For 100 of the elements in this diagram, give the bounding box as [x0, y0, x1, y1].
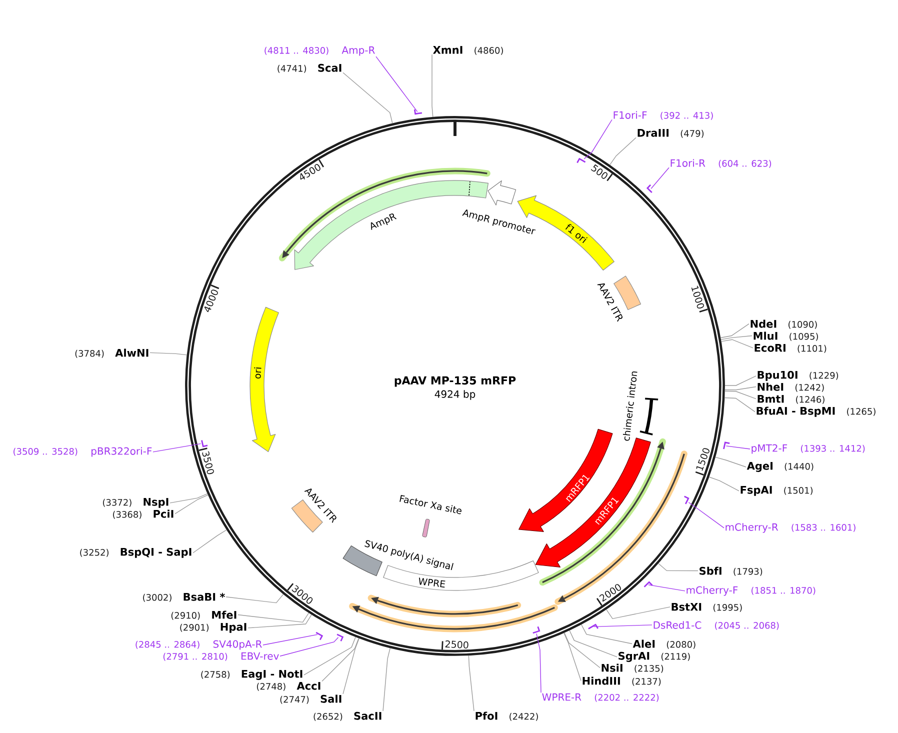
leader-line: [192, 530, 227, 554]
enzyme-name: EagI - NotI: [242, 670, 302, 680]
enzyme-name: AccI: [296, 682, 320, 690]
cut-position: (2910): [171, 612, 200, 620]
leader-line: [174, 494, 208, 514]
enzyme-name: SgrAI: [618, 652, 650, 662]
primer-range: (1583 .. 1601): [792, 524, 856, 532]
leader-line: [342, 638, 360, 694]
primer-range: (3509 .. 3528): [14, 448, 78, 456]
leader-line: [650, 167, 670, 189]
leader-line: [584, 119, 612, 160]
cut-position: (1501): [784, 486, 813, 495]
enzyme-name: HindIII: [582, 676, 620, 685]
cut-position: (1246): [796, 396, 824, 404]
cut-position: (2748): [256, 682, 286, 691]
cut-position: (2080): [666, 640, 696, 649]
primer-mark: [316, 632, 323, 640]
enzyme-name: MfeI: [212, 610, 236, 619]
leader-line: [432, 54, 434, 118]
plasmid-name: pAAV MP-135 mRFP: [394, 376, 516, 387]
enzyme-name: SbfI: [700, 566, 722, 575]
enzyme-name: NheI: [758, 382, 784, 391]
enzyme-name: FspAI: [740, 486, 772, 496]
cut-position: (2758): [201, 670, 230, 679]
cut-position: (1101): [798, 344, 826, 353]
leader-line: [658, 563, 698, 572]
cut-position: (3368): [113, 510, 142, 519]
leader-line: [342, 72, 393, 124]
cut-position: (1090): [788, 320, 817, 329]
leader-line: [226, 594, 284, 604]
leader-line: [376, 56, 418, 112]
leader-line: [569, 630, 618, 658]
primer-name: pMT2-F: [752, 444, 788, 454]
enzyme-name: PciI: [154, 510, 174, 518]
primer-mark: [201, 440, 208, 448]
primer-mark: [588, 624, 598, 630]
leader-line: [708, 476, 740, 492]
cut-position: (1229): [810, 372, 838, 380]
enzyme-name: AgeI: [746, 462, 772, 472]
enzyme-name: XmnI: [433, 46, 462, 54]
feature-label: SV40 poly(A) signal: [364, 540, 454, 570]
enzyme-name: Bpu10I: [758, 370, 798, 381]
primer-name: F1ori-R: [670, 159, 706, 167]
primer-name: EBV-rev: [242, 652, 279, 660]
leader-line: [610, 137, 636, 166]
plasmid-length: 4924 bp: [434, 390, 476, 400]
enzyme-name: PfoI: [476, 712, 498, 720]
primer-mark: [414, 109, 422, 115]
enzyme-name: BspQI - SapI: [120, 548, 192, 558]
leader-line: [564, 632, 582, 682]
feature-label: Factor Xa site: [400, 495, 462, 514]
enzyme-name: SalI: [320, 694, 342, 703]
enzyme-name: BmtI: [758, 395, 784, 403]
leader-line: [248, 614, 312, 628]
leader-line: [536, 633, 542, 693]
enzyme-name: SacII: [354, 712, 382, 720]
leader-line: [170, 493, 208, 504]
leader-line: [280, 637, 339, 656]
primer-name: SV40pA-R: [213, 640, 262, 650]
cut-position: (1995): [713, 604, 742, 612]
leader-line: [593, 624, 652, 628]
cut-position: (479): [680, 130, 704, 138]
leader-line: [152, 443, 202, 452]
primer-name: mCherry-F: [686, 586, 738, 596]
leader-line: [724, 376, 756, 386]
cut-position: (1095): [790, 332, 818, 341]
enzyme-name: NsiI: [602, 664, 622, 672]
leader-line: [724, 390, 756, 400]
enzyme-name: ScaI: [318, 64, 342, 72]
enzyme-name: DraIII: [638, 129, 669, 137]
primer-name: Amp-R: [342, 46, 375, 56]
primer-name: DsRed1-C: [654, 621, 702, 629]
feature-label: WPRE: [419, 578, 446, 588]
primer-range: (392 .. 413): [660, 112, 713, 120]
primer-name: F1ori-F: [614, 111, 647, 119]
primer-name: pBR322ori-F: [92, 447, 152, 457]
primer-mark: [532, 626, 540, 634]
enzyme-name: NspI: [144, 498, 168, 508]
scale-label: 2500: [445, 640, 468, 649]
primer-range: (2045 .. 2068): [715, 622, 779, 630]
feature-label: chimeric intron: [622, 371, 638, 441]
enzyme-name: BsaBI *: [184, 592, 225, 601]
enzyme-name: BstXI: [672, 603, 702, 611]
primer-mark: [336, 634, 344, 642]
primer-mark: [723, 442, 730, 450]
cut-position: (2652): [314, 712, 342, 721]
cut-position: (3372): [102, 498, 132, 507]
cut-position: (3784): [75, 350, 104, 358]
leader-line: [688, 502, 724, 528]
leader-line: [606, 606, 670, 620]
primer-mark: [576, 158, 586, 164]
cut-position: (2119): [661, 652, 690, 661]
scale-label: 1000: [691, 286, 704, 308]
primer-range: (2202 .. 2222): [594, 694, 659, 702]
leader-line: [322, 638, 360, 682]
leader-line: [715, 456, 746, 468]
primer-mark: [646, 184, 652, 194]
enzyme-name: HpaI: [220, 623, 246, 633]
scale-label: 500: [590, 164, 608, 179]
enzyme-name: NdeI: [750, 320, 776, 328]
